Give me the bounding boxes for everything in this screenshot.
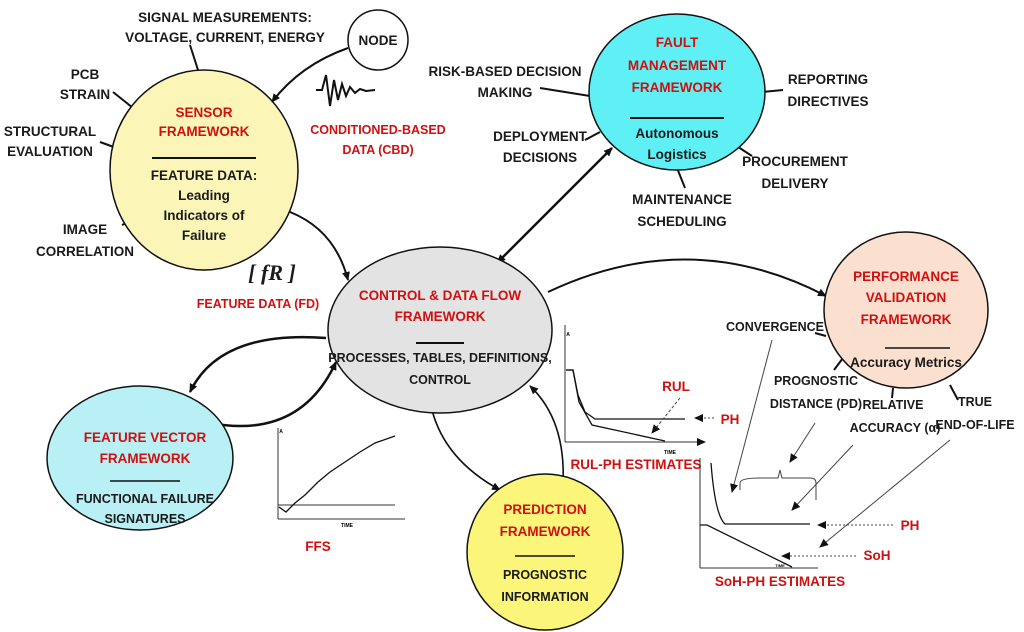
true-eol-label: TRUE xyxy=(958,395,992,409)
sensor-to-control-arrow xyxy=(289,211,350,281)
cbd-label: CONDITIONED-BASED xyxy=(310,123,445,137)
prognostic-distance-label: PROGNOSTIC xyxy=(774,374,858,388)
cbd-label: DATA (CBD) xyxy=(342,143,413,157)
feature-vector-node: FEATURE VECTOR FRAMEWORK FUNCTIONAL FAIL… xyxy=(46,385,234,531)
control-title: CONTROL & DATA FLOW xyxy=(359,288,521,303)
control-subtitle: CONTROL xyxy=(409,373,471,387)
signal-label: VOLTAGE, CURRENT, ENERGY xyxy=(125,30,325,45)
fault-management-node: FAULT MANAGEMENT FRAMEWORK Autonomous Lo… xyxy=(588,13,766,171)
signal-label: SIGNAL MEASUREMENTS: xyxy=(138,10,312,25)
performance-title: FRAMEWORK xyxy=(861,312,952,327)
structural-label: STRUCTURAL xyxy=(4,124,96,139)
maintenance-label: MAINTENANCE xyxy=(632,192,732,207)
fault-subtitle: Autonomous xyxy=(635,126,718,141)
control-framework-node: CONTROL & DATA FLOW FRAMEWORK PROCESSES,… xyxy=(327,246,553,414)
ph-label: PH xyxy=(901,518,920,533)
metrics-labels: CONVERGENCE PROGNOSTIC DISTANCE (PD) REL… xyxy=(726,320,1015,548)
sensor-title: SENSOR xyxy=(175,105,232,120)
image-correlation-label: IMAGE xyxy=(63,222,107,237)
pcb-strain-label: STRAIN xyxy=(60,87,110,102)
deployment-label: DECISIONS xyxy=(503,150,577,165)
performance-validation-node: PERFORMANCE VALIDATION FRAMEWORK Accurac… xyxy=(823,231,989,389)
prediction-subtitle: INFORMATION xyxy=(501,590,588,604)
image-correlation-label: CORRELATION xyxy=(36,244,134,259)
sensor-subtitle: Failure xyxy=(182,228,227,243)
fault-title: FAULT xyxy=(656,35,699,50)
deployment-label: DEPLOYMENT xyxy=(493,129,588,144)
ffs-chart: A TIME FFS xyxy=(277,428,405,554)
fault-title: FRAMEWORK xyxy=(632,80,723,95)
node-to-sensor-arrow xyxy=(271,47,349,103)
control-to-prediction-arrow xyxy=(431,409,501,491)
prediction-title: FRAMEWORK xyxy=(500,524,591,539)
ffs-label: FFS xyxy=(305,539,331,554)
fr-symbol: [ fR ] xyxy=(248,260,296,285)
soh-x-axis-label: TIME xyxy=(775,563,785,568)
prediction-to-control-arrow xyxy=(529,385,565,485)
control-to-feature-vector-arrow xyxy=(188,335,327,393)
node-circle: NODE xyxy=(347,9,409,71)
soh-label: SoH xyxy=(864,548,891,563)
procurement-label: DELIVERY xyxy=(761,176,828,191)
fault-title: MANAGEMENT xyxy=(628,58,727,73)
prognostic-distance-label: DISTANCE (PD) xyxy=(770,397,862,411)
control-fault-arrow xyxy=(496,147,613,264)
relative-accuracy-label: RELATIVE xyxy=(863,398,924,412)
waveform-icon xyxy=(316,74,376,107)
feature-vector-subtitle: SIGNATURES xyxy=(104,512,185,526)
rul-ph-chart: A TIME RUL PH RUL-PH ESTIMATES xyxy=(564,325,740,472)
risk-label: RISK-BASED DECISION xyxy=(428,64,581,79)
soh-ph-estimates-label: SoH-PH ESTIMATES xyxy=(715,574,845,589)
ffs-y-axis-label: A xyxy=(279,429,283,435)
relative-accuracy-label: ACCURACY (α) xyxy=(850,421,941,435)
feature-vector-to-control-arrow xyxy=(209,361,338,428)
performance-title: PERFORMANCE xyxy=(853,269,959,284)
control-title: FRAMEWORK xyxy=(395,309,486,324)
feature-vector-subtitle: FUNCTIONAL FAILURE xyxy=(76,492,214,506)
ph-label: PH xyxy=(721,412,740,427)
convergence-label: CONVERGENCE xyxy=(726,320,824,334)
risk-label: MAKING xyxy=(478,85,533,100)
rul-x-axis-label: TIME xyxy=(664,450,677,456)
performance-title: VALIDATION xyxy=(866,290,947,305)
feature-vector-title: FRAMEWORK xyxy=(100,451,191,466)
procurement-label: PROCUREMENT xyxy=(742,154,849,169)
sensor-subtitle: Indicators of xyxy=(163,208,245,223)
rul-y-axis-label: A xyxy=(566,332,570,338)
sensor-subtitle: Leading xyxy=(178,188,230,203)
sensor-framework-node: SENSOR FRAMEWORK FEATURE DATA: Leading I… xyxy=(109,69,299,271)
soh-ph-chart: TIME PH SoH SoH-PH ESTIMATES xyxy=(699,458,920,589)
sensor-inputs: SIGNAL MEASUREMENTS: VOLTAGE, CURRENT, E… xyxy=(4,10,446,311)
true-eol-label: END-OF-LIFE xyxy=(935,418,1014,432)
control-to-performance-arrow xyxy=(547,258,827,297)
fault-subtitle: Logistics xyxy=(647,147,706,162)
prediction-framework-node: PREDICTION FRAMEWORK PROGNOSTIC INFORMAT… xyxy=(466,473,624,631)
prediction-subtitle: PROGNOSTIC xyxy=(503,568,587,582)
ffs-x-axis-label: TIME xyxy=(341,523,354,529)
prediction-title: PREDICTION xyxy=(503,502,586,517)
pcb-strain-label: PCB xyxy=(71,67,100,82)
fault-outputs: RISK-BASED DECISION MAKING REPORTING DIR… xyxy=(428,64,868,229)
rul-label: RUL xyxy=(662,379,690,394)
rul-ph-estimates-label: RUL-PH ESTIMATES xyxy=(571,457,702,472)
feature-vector-title: FEATURE VECTOR xyxy=(84,430,207,445)
reporting-label: DIRECTIVES xyxy=(787,94,868,109)
performance-subtitle: Accuracy Metrics xyxy=(850,355,962,370)
reporting-label: REPORTING xyxy=(788,72,868,87)
control-subtitle: PROCESSES, TABLES, DEFINITIONS, xyxy=(328,351,551,365)
sensor-title: FRAMEWORK xyxy=(159,124,250,139)
sensor-subtitle: FEATURE DATA: xyxy=(151,168,257,183)
maintenance-label: SCHEDULING xyxy=(637,214,726,229)
feature-data-label: FEATURE DATA (FD) xyxy=(197,297,319,311)
node-label: NODE xyxy=(358,33,397,48)
structural-label: EVALUATION xyxy=(7,144,93,159)
